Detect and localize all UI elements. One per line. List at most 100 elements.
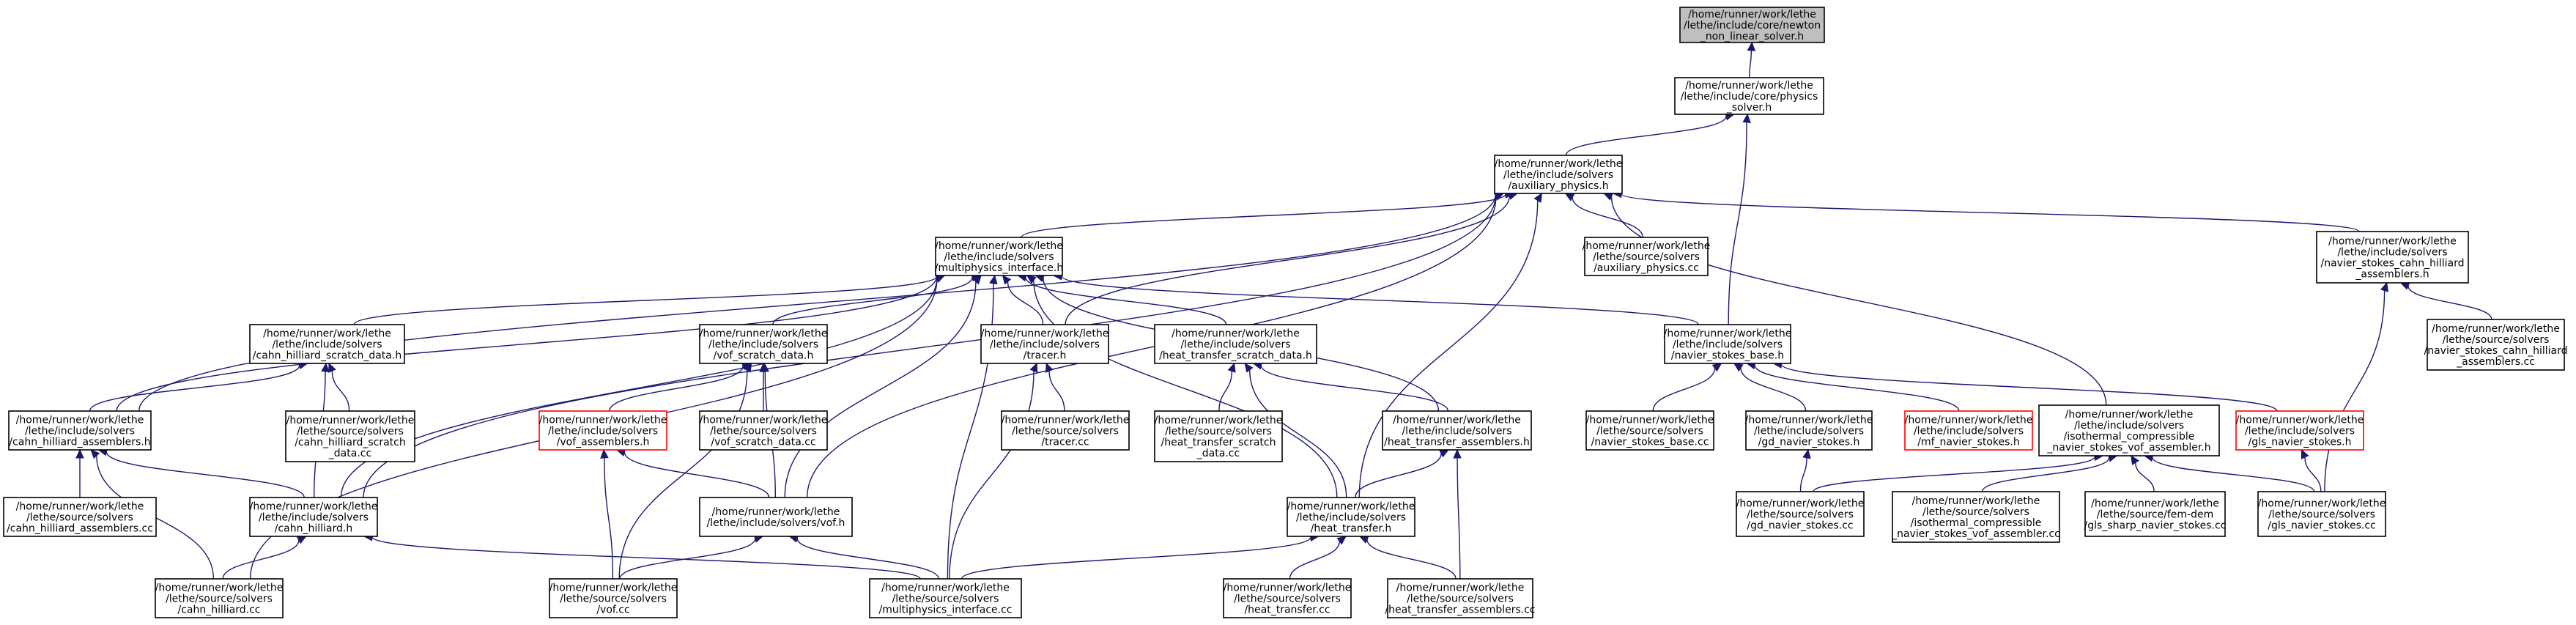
edge-arrowhead [90, 449, 100, 459]
file-node-box [1585, 410, 1714, 451]
file-node-ns-base-cc[interactable]: /home/runner/work/lethe/lethe/source/sol… [1585, 410, 1714, 451]
file-node-box [1001, 410, 1130, 451]
file-node-ch-h[interactable]: /home/runner/work/lethe/lethe/include/so… [249, 497, 378, 537]
file-node-nsch-assemblers-h[interactable]: /home/runner/work/lethe/lethe/include/so… [2316, 231, 2469, 284]
edge-arrowhead [1002, 275, 1012, 285]
file-node-gls-ns-h[interactable]: /home/runner/work/lethe/lethe/include/so… [2235, 410, 2364, 451]
edge-arrowhead [972, 275, 982, 285]
file-node-gls-ns-cc[interactable]: /home/runner/work/lethe/lethe/source/sol… [2257, 491, 2386, 537]
dependency-edge [1052, 272, 1699, 325]
file-node-ch-scratch-data-h[interactable]: /home/runner/work/lethe/lethe/include/so… [249, 324, 405, 364]
file-node-label-line: /home/runner/work/lethe [1685, 80, 1813, 92]
file-node-label-line: /lethe/source/solvers [1407, 593, 1514, 605]
file-node-label-line: /home/runner/work/lethe [1736, 498, 1865, 510]
file-node-ht-assemblers-h[interactable]: /home/runner/work/lethe/lethe/include/so… [1382, 410, 1532, 451]
file-node-box [1382, 410, 1532, 451]
edge-line [353, 275, 938, 325]
file-node-box [699, 497, 853, 537]
file-node-label-line: /home/runner/work/lethe [1745, 415, 1873, 426]
file-node-physics-solver[interactable]: /home/runner/work/lethe/lethe/include/co… [1674, 77, 1824, 115]
file-node-multiphysics-interface-h[interactable]: /home/runner/work/lethe/lethe/include/so… [935, 237, 1063, 276]
file-node-label-line: /lethe/include/solvers [708, 339, 818, 351]
file-node-vof-cc[interactable]: /home/runner/work/lethe/lethe/source/sol… [549, 578, 678, 618]
file-node-mpi-cc[interactable]: /home/runner/work/lethe/lethe/source/sol… [869, 578, 1022, 618]
dependency-edge [784, 275, 982, 498]
file-node-ch-assemblers-h[interactable]: /home/runner/work/lethe/lethe/include/so… [8, 410, 152, 451]
file-node-ht-scratch-data-cc[interactable]: /home/runner/work/lethe/lethe/source/sol… [1154, 410, 1283, 462]
file-node-iso-vof-h[interactable]: /home/runner/work/lethe/lethe/include/so… [2038, 404, 2220, 456]
file-node-label-line: /lethe/include/solvers [990, 339, 1100, 351]
dependency-edge [1728, 113, 1751, 325]
file-node-vof-scratch-data-h[interactable]: /home/runner/work/lethe/lethe/include/so… [699, 324, 828, 364]
file-node-gd-ns-cc[interactable]: /home/runner/work/lethe/lethe/source/sol… [1736, 491, 1865, 537]
file-node-iso-vof-cc[interactable]: /home/runner/work/lethe/lethe/source/sol… [1891, 491, 2060, 543]
file-node-gd-ns-h[interactable]: /home/runner/work/lethe/lethe/include/so… [1745, 410, 1873, 451]
file-node-label-line: /home/runner/work/lethe [1583, 240, 1711, 252]
file-node-gls-sharp-cc[interactable]: /home/runner/work/lethe/lethe/source/fem… [2084, 491, 2227, 537]
edge-arrowhead [760, 362, 770, 372]
file-node-box [1674, 77, 1824, 115]
file-node-label-line: /gls_navier_stokes.cc [2268, 520, 2376, 532]
file-node-label-line: /lethe/include/solvers [1914, 426, 2024, 437]
edge-line [1728, 122, 1747, 325]
file-node-label-line: /home/runner/work/lethe [2328, 236, 2457, 248]
file-node-ns-base-h[interactable]: /home/runner/work/lethe/lethe/include/so… [1664, 324, 1792, 364]
dependency-edge [788, 534, 939, 580]
file-node-label-line: /heat_transfer.h [1311, 523, 1392, 535]
edge-arrowhead [1336, 536, 1347, 545]
edge-arrowhead [1533, 192, 1543, 203]
edge-arrowhead [2301, 448, 2309, 459]
file-node-vof-scratch-data-cc[interactable]: /home/runner/work/lethe/lethe/source/sol… [699, 410, 828, 451]
edge-line [618, 370, 748, 580]
file-node-box [1892, 491, 2060, 543]
edge-line [1048, 371, 1065, 412]
file-node-tracer-cc[interactable]: /home/runner/work/lethe/lethe/source/sol… [1001, 410, 1130, 451]
file-node-ht-scratch-data-h[interactable]: /home/runner/work/lethe/lethe/include/so… [1154, 324, 1317, 364]
file-node-auxiliary-physics-cc[interactable]: /home/runner/work/lethe/lethe/source/sol… [1583, 237, 1711, 276]
file-node-newton[interactable]: /home/runner/work/lethe/lethe/include/co… [1679, 7, 1825, 43]
edge-line [1033, 280, 1338, 498]
edge-line [116, 276, 937, 412]
file-node-box [2084, 491, 2226, 537]
file-node-label-line: /auxiliary_physics.cc [1594, 262, 1699, 274]
dependency-edge [1218, 362, 1236, 412]
file-node-nsch-assemblers-cc[interactable]: /home/runner/work/lethe/lethe/source/sol… [2424, 319, 2568, 371]
file-node-mf-ns-h[interactable]: /home/runner/work/lethe/lethe/include/so… [1904, 410, 2033, 451]
edge-line [2152, 457, 2315, 492]
file-node-label-line: /heat_transfer.cc [1244, 604, 1330, 616]
file-node-label-line: /vof_assemblers.h [557, 437, 650, 448]
file-node-box [1664, 324, 1791, 364]
file-node-auxiliary-physics-h[interactable]: /home/runner/work/lethe/lethe/include/so… [1494, 155, 1623, 194]
file-node-tracer-h[interactable]: /home/runner/work/lethe/lethe/include/so… [980, 324, 1109, 364]
file-node-label-line: /home/runner/work/lethe [700, 415, 828, 426]
file-node-vof-h[interactable]: /home/runner/work/lethe/lethe/include/so… [699, 497, 853, 537]
edge-arrowhead [1742, 113, 1751, 123]
edge-line [772, 277, 973, 325]
file-node-box [285, 410, 415, 462]
file-node-label-line: /lethe/source/solvers [1596, 426, 1703, 437]
edge-line [2135, 462, 2155, 492]
edge-line [961, 536, 1311, 580]
file-node-ht-assemblers-cc[interactable]: /home/runner/work/lethe/lethe/source/sol… [1385, 578, 1536, 618]
file-node-ch-assemblers-cc[interactable]: /home/runner/work/lethe/lethe/source/sol… [3, 497, 157, 537]
dependency-edge [2324, 281, 2388, 492]
file-node-label-line: /isothermal_compressible [1911, 517, 2042, 529]
file-node-ch-cc[interactable]: /home/runner/work/lethe/lethe/source/sol… [155, 578, 284, 618]
edge-line [1249, 369, 1347, 498]
dependency-edge [328, 362, 350, 412]
edge-line [1007, 281, 1044, 325]
file-node-label-line: /home/runner/work/lethe [250, 501, 378, 513]
file-node-ht-cc[interactable]: /home/runner/work/lethe/lethe/source/sol… [1223, 578, 1352, 618]
file-node-ht-h[interactable]: /home/runner/work/lethe/lethe/include/so… [1287, 497, 1415, 537]
file-node-label-line: /cahn_hilliard.cc [178, 604, 261, 616]
file-node-box [1745, 410, 1873, 451]
edge-line [1366, 539, 1457, 580]
dependency-edge [1772, 360, 2278, 412]
edge-line [2407, 285, 2492, 320]
file-node-box [2427, 319, 2565, 371]
edge-line [1652, 368, 1716, 412]
file-node-label-line: /home/runner/work/lethe [1002, 415, 1130, 426]
file-node-label-line: /lethe/include/solvers [272, 339, 382, 351]
file-node-vof-assemblers-h[interactable]: /home/runner/work/lethe/lethe/include/so… [538, 410, 667, 451]
file-node-ch-scratch-data-cc[interactable]: /home/runner/work/lethe/lethe/source/sol… [285, 410, 415, 462]
